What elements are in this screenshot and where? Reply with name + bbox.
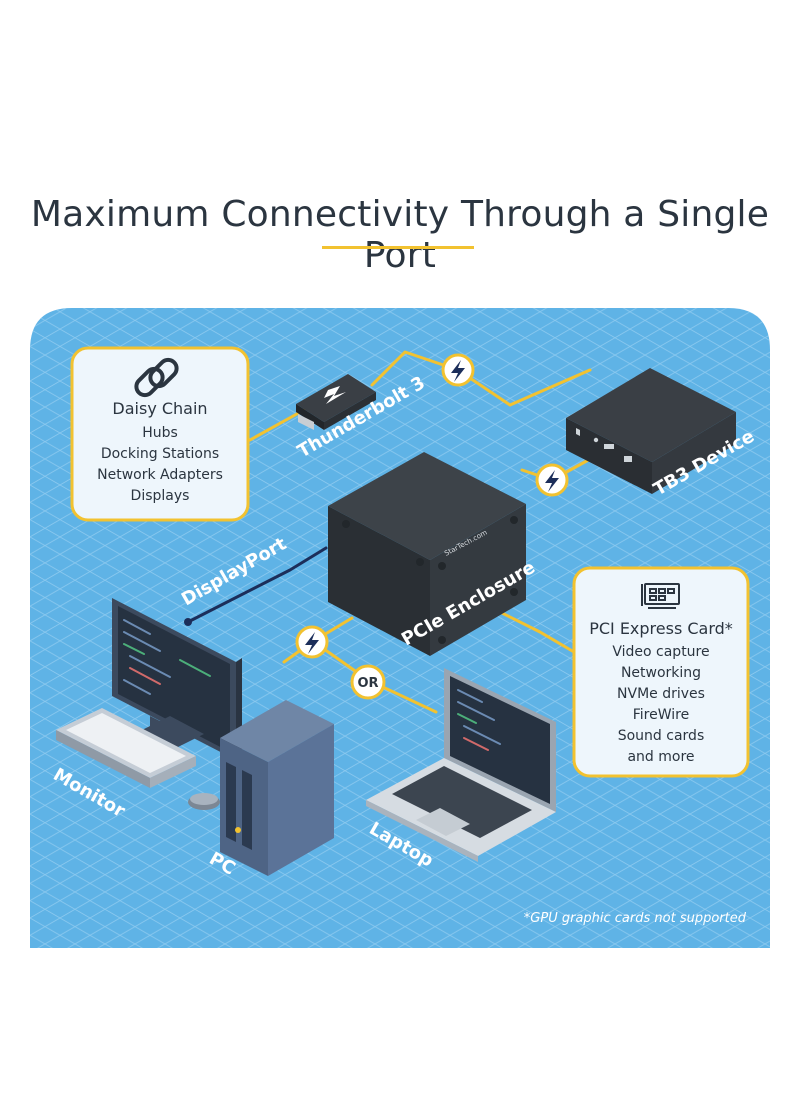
pcie-enclosure-icon: StarTech.com (328, 452, 526, 656)
tb3-device-icon (566, 368, 736, 494)
laptop-icon (366, 668, 556, 862)
or-label: OR (357, 676, 378, 691)
daisy-chain-item: Hubs (142, 425, 178, 441)
pci-card-item: NVMe drives (617, 686, 705, 702)
lightning-badge-icon (441, 353, 475, 387)
pci-card-item: and more (627, 749, 694, 765)
lightning-badge-icon (295, 625, 329, 659)
pci-card-icon (641, 583, 680, 609)
title-underline (322, 246, 474, 249)
daisy-chain-heading: Daisy Chain (112, 399, 207, 418)
lightning-badge-icon (535, 463, 569, 497)
pci-express-callout: PCI Express Card* Video capture Networki… (572, 566, 750, 778)
or-badge: OR (350, 664, 386, 700)
pc-tower-icon (220, 700, 334, 876)
thunderbolt-cable-icon (296, 374, 376, 430)
daisy-chain-callout: Daisy Chain Hubs Docking Stations Networ… (70, 346, 250, 522)
pci-card-item: Sound cards (618, 728, 705, 744)
link-chain-icon (134, 357, 179, 398)
pci-card-item: Video capture (612, 644, 709, 660)
pci-card-item: Networking (621, 665, 701, 681)
page-title: Maximum Connectivity Through a Single Po… (30, 194, 770, 276)
pci-card-heading: PCI Express Card* (589, 619, 733, 638)
keyboard-icon (56, 708, 196, 788)
daisy-chain-item: Network Adapters (97, 467, 223, 483)
daisy-chain-item: Displays (131, 488, 190, 504)
daisy-chain-item: Docking Stations (101, 446, 219, 462)
pci-card-item: FireWire (633, 707, 689, 723)
footnote: *GPU graphic cards not supported (524, 911, 747, 926)
mouse-icon (188, 793, 220, 810)
